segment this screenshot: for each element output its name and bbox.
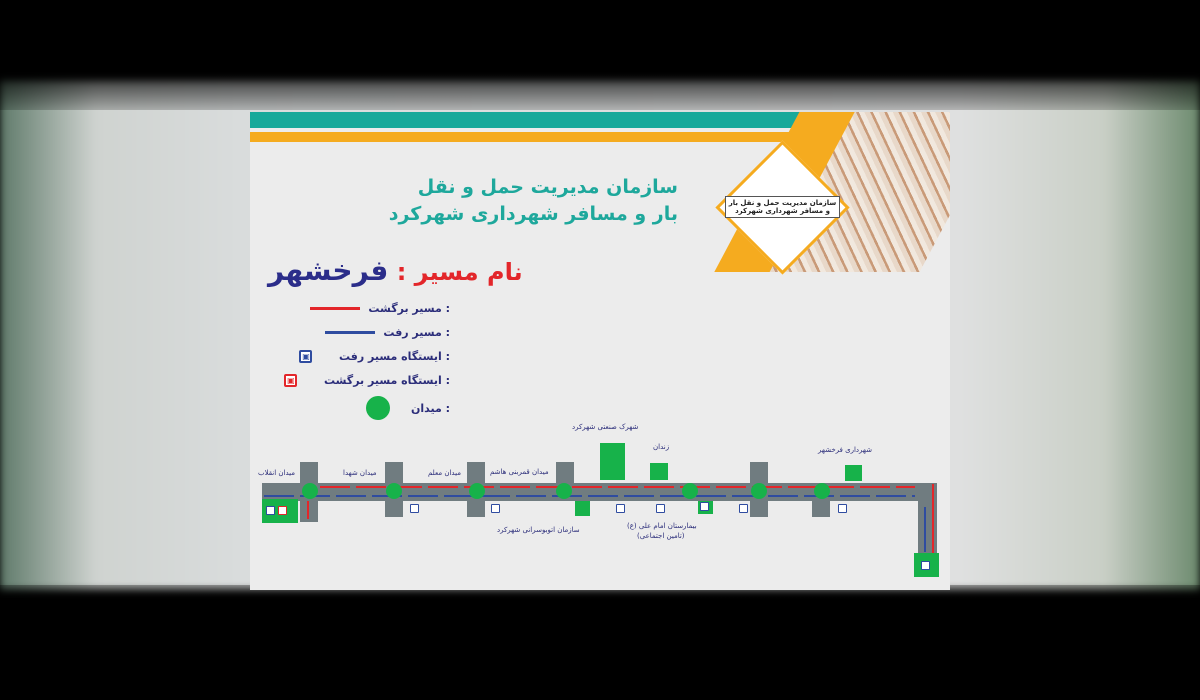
top-shadow (0, 0, 1200, 110)
label-shohada: میدان شهدا (343, 469, 377, 477)
route-separator: : (396, 258, 407, 286)
square-moallem (469, 483, 485, 499)
red-bus-stop-icon: ▣ (284, 374, 298, 387)
route-map-poster: سازمان مدیریت حمل و نقل بار و مسافر شهرد… (250, 112, 950, 590)
legend-label: : ایستگاه مسیر برگشت (323, 374, 450, 387)
teal-band (250, 112, 830, 128)
bus-stop-icon (838, 504, 847, 513)
bus-stop-icon (656, 504, 665, 513)
square-shohada (386, 483, 402, 499)
return-route-line (320, 486, 915, 488)
square (814, 483, 830, 499)
route-value: فرخشهر (268, 254, 389, 287)
bus-stop-icon (266, 506, 275, 515)
blue-arrow-icon (325, 331, 376, 334)
legend-label: : میدان (410, 401, 450, 415)
route-name: نام مسیر : فرخشهر (268, 254, 523, 287)
legend-return-route: : مسیر برگشت (310, 302, 450, 315)
bus-organization (575, 501, 590, 516)
legend-return-stop: : ایستگاه مسیر برگشت ▣ (266, 374, 450, 387)
label-enghelab: میدان انقلاب (258, 469, 296, 477)
legend-outbound-route: : مسیر رفت (325, 326, 450, 339)
square-enghelab (302, 483, 318, 499)
industrial-town (600, 443, 625, 480)
return-route-line (932, 484, 934, 556)
branch-road (918, 483, 937, 558)
title-line-2: بار و مسافر شهرداری شهرکرد (388, 203, 678, 225)
label-bani-hashem: میدان قمربنی هاشم (490, 468, 549, 476)
square-bani-hashem (556, 483, 572, 499)
bottom-shadow (0, 585, 1200, 700)
bus-stop-icon (921, 561, 930, 570)
square (751, 483, 767, 499)
prison (650, 463, 668, 480)
route-diagram: میدان انقلاب میدان شهدا میدان معلم میدان… (250, 112, 950, 590)
cross-street (812, 492, 830, 517)
bus-stop-icon (278, 506, 287, 515)
legend-square: : میدان (353, 396, 450, 420)
label-hospital-sub: (تامین اجتماعی) (637, 532, 685, 540)
square (682, 483, 698, 499)
bus-stop-icon (700, 502, 709, 511)
label-municipality: شهرداری فرخشهر (818, 446, 872, 454)
outbound-route-line (924, 507, 926, 552)
return-route-line (307, 501, 309, 519)
legend: : مسیر برگشت : مسیر رفت : ایستگاه مسیر ر… (270, 302, 450, 432)
bus-stop-icon (739, 504, 748, 513)
outbound-route-line (264, 495, 915, 497)
organization-title: سازمان مدیریت حمل و نقل بار و مسافر شهرد… (389, 174, 678, 228)
label-prison: زندان (653, 443, 670, 451)
bus-stop-icon (410, 504, 419, 513)
label-hospital: بیمارستان امام علی (ع) (627, 522, 697, 530)
legend-label: : ایستگاه مسیر رفت (338, 350, 450, 363)
orange-band (250, 132, 840, 142)
legend-label: : مسیر رفت (383, 326, 450, 339)
title-line-1: سازمان مدیریت حمل و نقل (417, 176, 678, 198)
label-moallem: میدان معلم (428, 469, 461, 477)
label-bus-organization: سازمان اتوبوسرانی شهرکرد (497, 526, 580, 534)
green-circle-icon (365, 396, 390, 420)
bus-stop-icon (491, 504, 500, 513)
label-industrial-town: شهرک صنعتی شهرکرد (572, 423, 639, 431)
municipality (845, 465, 862, 481)
logo-text: سازمان مدیریت حمل و نقل بار و مسافر شهرد… (725, 196, 840, 218)
legend-outbound-stop: : ایستگاه مسیر رفت ▣ (281, 350, 450, 363)
legend-label: : مسیر برگشت (368, 302, 450, 315)
blue-bus-stop-icon: ▣ (299, 350, 313, 363)
red-arrow-icon (310, 307, 361, 310)
route-label: نام مسیر (414, 258, 523, 286)
bus-stop-icon (616, 504, 625, 513)
